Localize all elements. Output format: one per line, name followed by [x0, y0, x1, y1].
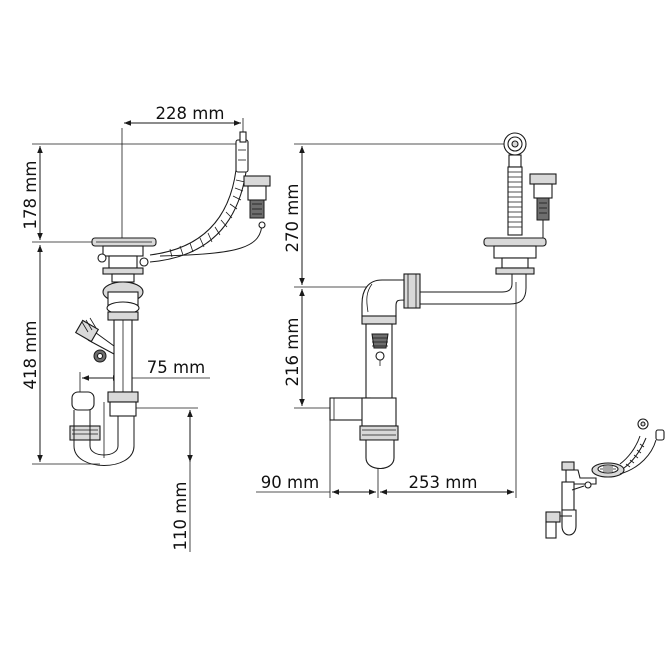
dim-label-253: 253 mm [409, 473, 478, 492]
dim-label-75: 75 mm [147, 358, 205, 377]
horizontal-pipe [361, 273, 527, 317]
standpipe [361, 315, 397, 407]
overflow-hose [149, 131, 249, 263]
remote-knob [503, 132, 527, 236]
side-view: 270 mm 216 mm 90 mm 253 mm [256, 132, 557, 498]
strainer-basket [91, 237, 157, 275]
dim-label-110: 110 mm [171, 482, 190, 551]
dim-228: 228 mm [121, 104, 244, 244]
dim-270: 270 mm [283, 143, 506, 285]
dim-90-253: 90 mm 253 mm [256, 282, 517, 498]
dim-110: 110 mm [130, 407, 198, 552]
dim-75: 75 mm [79, 358, 210, 396]
overflow-side [529, 173, 557, 238]
isometric-view [545, 418, 665, 539]
dim-418: 418 mm [21, 245, 100, 465]
side-outlet [329, 397, 399, 470]
iso-pipe [545, 461, 597, 539]
dim-216: 216 mm [283, 286, 370, 409]
overflow-fitting [159, 175, 271, 257]
dim-label-270: 270 mm [283, 184, 302, 253]
strainer-side [483, 237, 547, 275]
side-inlet [74, 317, 115, 363]
dim-label-216: 216 mm [283, 318, 302, 387]
dim-label-228: 228 mm [156, 104, 225, 123]
dim-label-90: 90 mm [261, 473, 319, 492]
iso-strainer [591, 418, 665, 478]
drain-pipe [102, 273, 144, 393]
front-view: 228 mm 178 mm 418 mm 75 mm 1 [21, 104, 271, 552]
dim-label-178: 178 mm [21, 161, 40, 230]
dim-label-418: 418 mm [21, 321, 40, 390]
u-trap [69, 391, 139, 466]
dim-178: 178 mm [21, 143, 240, 243]
